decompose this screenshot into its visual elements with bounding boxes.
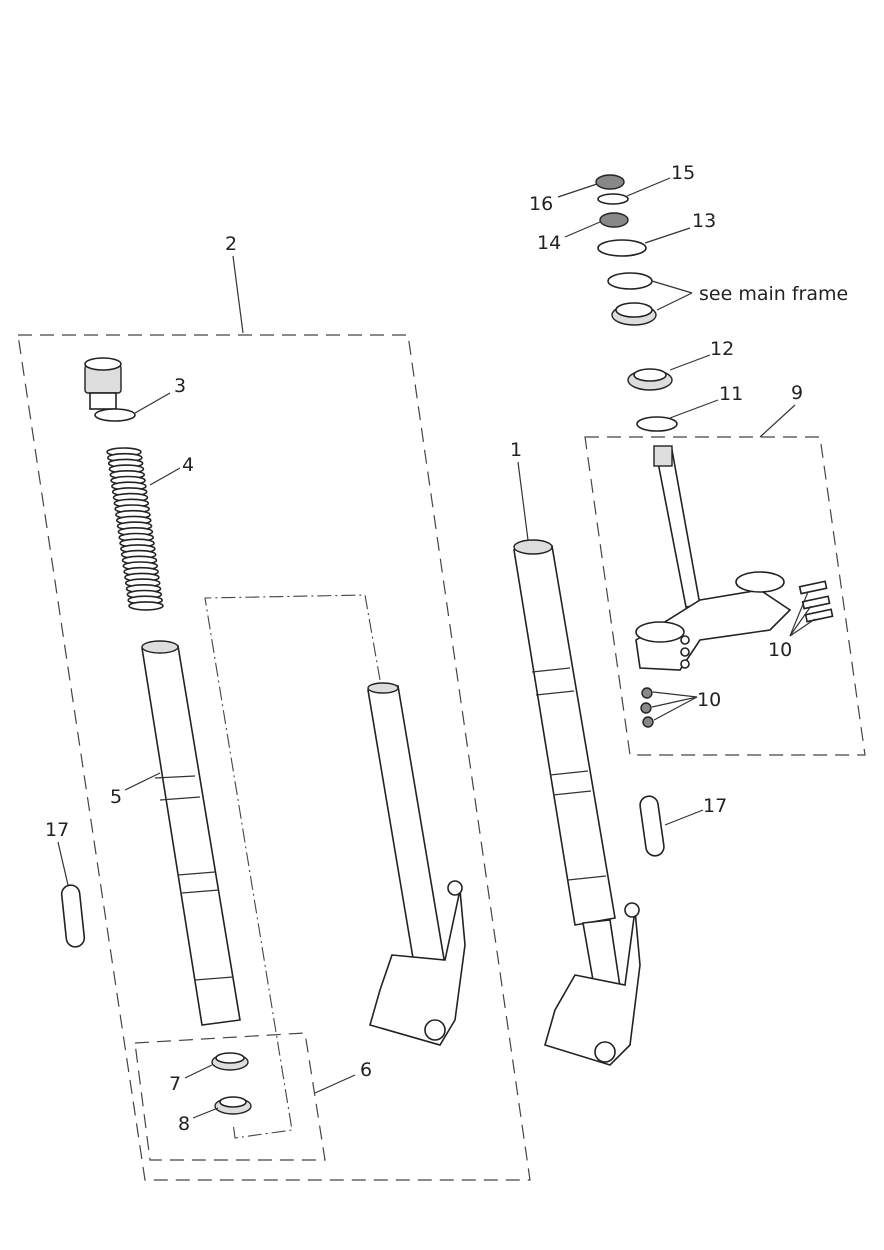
callout-17-left: 17 xyxy=(45,819,69,841)
lower-yoke xyxy=(635,445,792,671)
callout-14: 14 xyxy=(537,232,561,254)
callout-4: 4 xyxy=(182,454,194,476)
callout-2: 2 xyxy=(225,233,237,255)
callout-7: 7 xyxy=(169,1073,181,1095)
callout-5: 5 xyxy=(110,786,122,808)
callout-10-upper: 10 xyxy=(768,639,792,661)
callout-1: 1 xyxy=(510,439,522,461)
spring-coil xyxy=(128,601,164,611)
nut-16 xyxy=(595,174,625,190)
capsule-17-right xyxy=(639,795,665,857)
capsule-17-left xyxy=(60,884,86,948)
frame-bearing xyxy=(611,302,657,326)
frame-washer xyxy=(607,272,653,290)
callout-12: 12 xyxy=(710,338,734,360)
callout-13: 13 xyxy=(692,210,716,232)
fork-lower-leg-left xyxy=(367,682,466,1046)
see-main-frame-note: see main frame xyxy=(699,283,848,305)
group-box-6 xyxy=(134,1032,326,1161)
group-box-2 xyxy=(17,334,531,1181)
callout-15: 15 xyxy=(671,162,695,184)
o-ring xyxy=(94,408,136,422)
washer-13 xyxy=(597,239,647,257)
bolts-10-upper xyxy=(798,580,834,623)
fork-outer-tube-left xyxy=(141,640,241,1026)
washer-11 xyxy=(636,416,678,432)
bolts-10-lower xyxy=(640,687,654,728)
callout-6: 6 xyxy=(360,1059,372,1081)
leader-lines xyxy=(57,177,816,1119)
assembly-path xyxy=(204,594,381,1139)
callout-9: 9 xyxy=(791,382,803,404)
bearing-12 xyxy=(627,368,673,391)
callout-16: 16 xyxy=(529,193,553,215)
callout-11: 11 xyxy=(719,383,743,405)
callout-17-right: 17 xyxy=(703,795,727,817)
seal-8 xyxy=(214,1096,252,1115)
seal-7 xyxy=(211,1052,249,1071)
fork-assembly-right xyxy=(513,539,641,1066)
nut-14 xyxy=(599,212,629,228)
callout-10-lower: 10 xyxy=(697,689,721,711)
washer-15 xyxy=(597,193,629,205)
fork-spring xyxy=(106,447,164,611)
callout-8: 8 xyxy=(178,1113,190,1135)
group-box-9 xyxy=(584,436,866,756)
fork-top-cap xyxy=(84,357,122,410)
callout-3: 3 xyxy=(174,375,186,397)
